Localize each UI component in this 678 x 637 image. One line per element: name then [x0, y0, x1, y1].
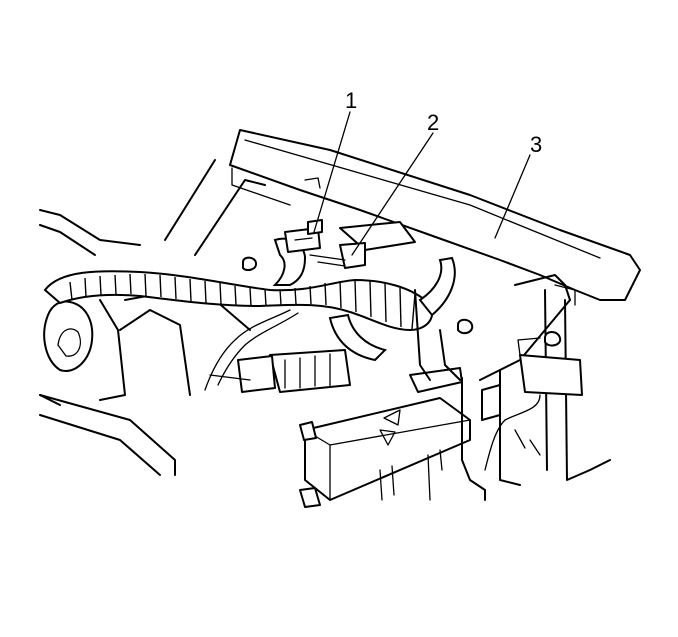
callout-3: 3	[530, 132, 542, 157]
wiring-harness	[43, 237, 456, 391]
leader-lines	[313, 111, 531, 256]
control-module	[299, 367, 471, 508]
left-structure	[39, 159, 266, 476]
callout-2: 2	[427, 110, 439, 135]
harness-clip-2	[309, 221, 416, 269]
right-structure	[242, 256, 611, 501]
callout-1: 1	[345, 88, 357, 113]
lower-connectors	[209, 349, 351, 393]
